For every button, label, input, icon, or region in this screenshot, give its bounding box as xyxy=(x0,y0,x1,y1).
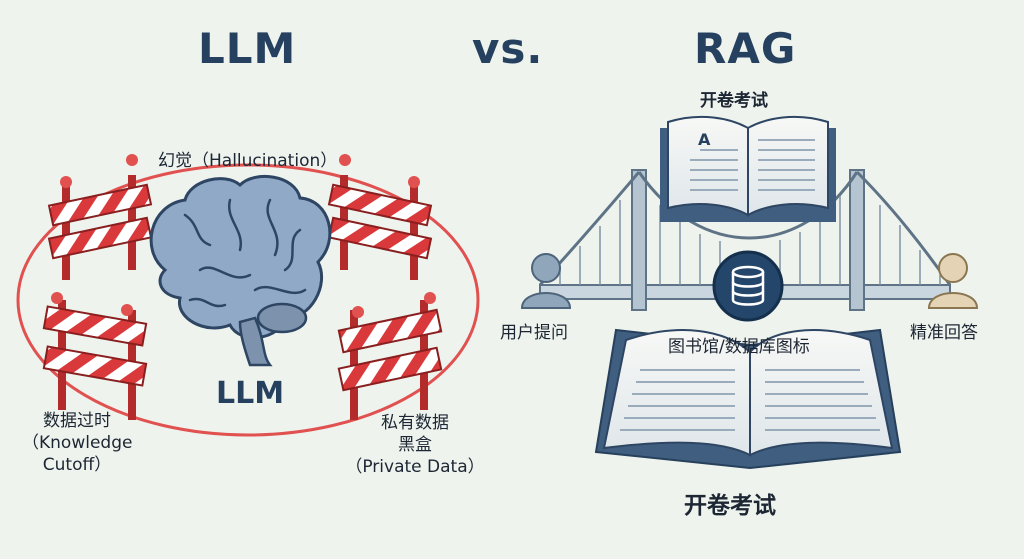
barricade-top-right xyxy=(327,154,433,280)
barricade-bottom-left xyxy=(42,292,148,420)
database-icon xyxy=(712,250,784,322)
knowledge-cutoff-line-2: （Knowledge xyxy=(22,433,133,453)
brain-label: LLM xyxy=(216,376,285,411)
top-book-label: 开卷考试 xyxy=(700,91,768,111)
knowledge-cutoff-line-3: Cutoff） xyxy=(42,455,112,475)
user-person-icon xyxy=(520,253,572,309)
user-query-label: 用户提问 xyxy=(500,323,568,343)
library-label: 图书馆/数据库图标 xyxy=(668,337,810,357)
heading-llm: LLM xyxy=(198,24,297,73)
barricade-bottom-right xyxy=(337,292,443,420)
top-book-letter: A xyxy=(698,130,711,149)
boundary-circle xyxy=(16,163,480,437)
private-data-label: 私有数据 黑盒 （Private Data） xyxy=(340,412,490,478)
heading-rag: RAG xyxy=(694,24,797,73)
open-book-library-icon xyxy=(594,328,902,470)
bottom-label: 开卷考试 xyxy=(684,493,776,519)
knowledge-cutoff-label: 数据过时 （Knowledge Cutoff） xyxy=(22,410,132,476)
accurate-answer-label: 精准回答 xyxy=(910,323,978,343)
hallucination-label: 幻觉（Hallucination） xyxy=(158,151,338,171)
heading-vs: vs. xyxy=(472,24,544,73)
brain-icon xyxy=(149,174,332,367)
knowledge-cutoff-line-1: 数据过时 xyxy=(43,411,111,431)
answer-person-icon xyxy=(927,253,979,309)
private-data-line-3: （Private Data） xyxy=(345,457,485,477)
private-data-line-2: 黑盒 xyxy=(398,435,432,455)
barricade-top-left xyxy=(47,154,153,280)
open-book-top-icon xyxy=(660,115,836,222)
private-data-line-1: 私有数据 xyxy=(381,413,449,433)
